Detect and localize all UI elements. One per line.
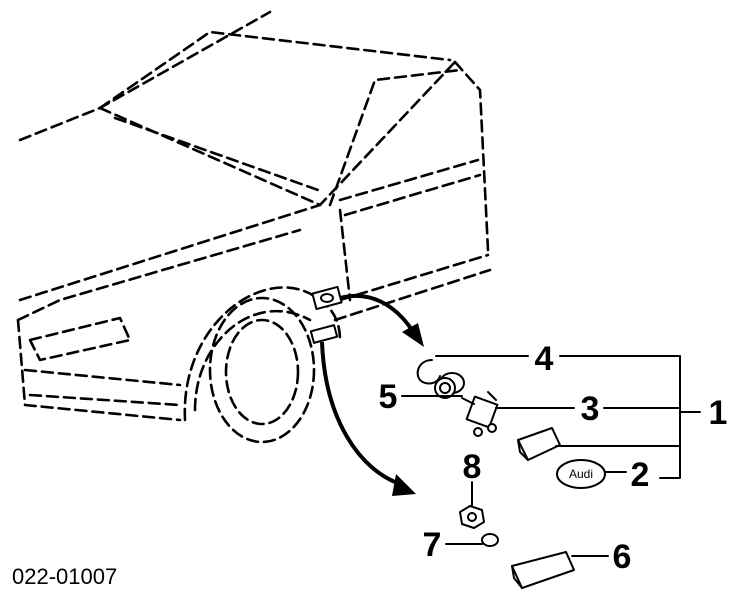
a-pillar (453, 60, 490, 252)
hood-edge (18, 203, 322, 302)
socket-pin-left (461, 397, 475, 405)
windshield-top (98, 30, 452, 110)
audi-badge-text: Audi (569, 467, 593, 481)
callout-8: 8 (463, 448, 482, 486)
sill-line (338, 253, 490, 302)
front-wheel (208, 296, 316, 444)
callout-numbers: 4 5 3 1 2 8 7 6 (379, 340, 728, 576)
callout-6: 6 (613, 538, 632, 576)
socket-tab-a (473, 427, 483, 437)
fender-top-line (16, 228, 302, 322)
door-window-frame (328, 68, 462, 207)
arrow-head-upper (402, 323, 424, 347)
callout-5: 5 (379, 378, 398, 416)
front-wheel-rim (224, 318, 300, 426)
windshield-frame (98, 60, 457, 207)
callout-7: 7 (423, 526, 442, 564)
socket-tab-b (487, 423, 497, 433)
socket-body (465, 395, 499, 429)
door-front-edge (338, 208, 352, 302)
arrow-to-marker-assembly (339, 293, 414, 332)
lower-plate-location (309, 324, 339, 344)
arrow-head-lower (392, 474, 416, 496)
arrow-to-plate (320, 341, 401, 486)
fender-marker-location (309, 285, 343, 344)
bumper-lower-line (28, 393, 182, 407)
grommet-flange (434, 377, 456, 399)
marker-lens-edge (517, 439, 529, 461)
callout-4: 4 (535, 340, 554, 378)
parts: Audi (416, 359, 606, 589)
headlight (28, 316, 132, 362)
side-marker-location (311, 285, 343, 311)
wheel-arch-inner (193, 309, 312, 412)
side-marker-hole (320, 293, 334, 303)
door-belt-line (338, 158, 480, 202)
bracket-1-right (559, 355, 681, 479)
washer (481, 533, 499, 547)
grommet-hole (439, 382, 451, 394)
cover-plate (511, 551, 575, 589)
cover-plate-edge (511, 565, 523, 589)
callout-1: 1 (709, 394, 728, 432)
hex-nut-hole (467, 512, 477, 522)
sill-line-lower (333, 268, 492, 322)
bumper-line (23, 368, 182, 387)
callout-3: 3 (581, 390, 600, 428)
clip-ring (416, 359, 441, 385)
location-arrows (320, 293, 424, 496)
car-outline (16, 10, 492, 444)
wheel-arch (183, 286, 342, 422)
audi-badge (556, 459, 606, 489)
door-belt-line-lower (343, 173, 482, 217)
diagram-reference-code: 022-01007 (12, 564, 117, 589)
bulb-socket (461, 391, 499, 437)
socket-pin-top (487, 391, 497, 401)
cowl-line (113, 116, 320, 192)
leader-lines (401, 355, 701, 557)
bumper-front (16, 318, 182, 422)
grommet (434, 372, 465, 399)
hex-nut (459, 505, 485, 529)
callout-2: 2 (631, 456, 650, 494)
